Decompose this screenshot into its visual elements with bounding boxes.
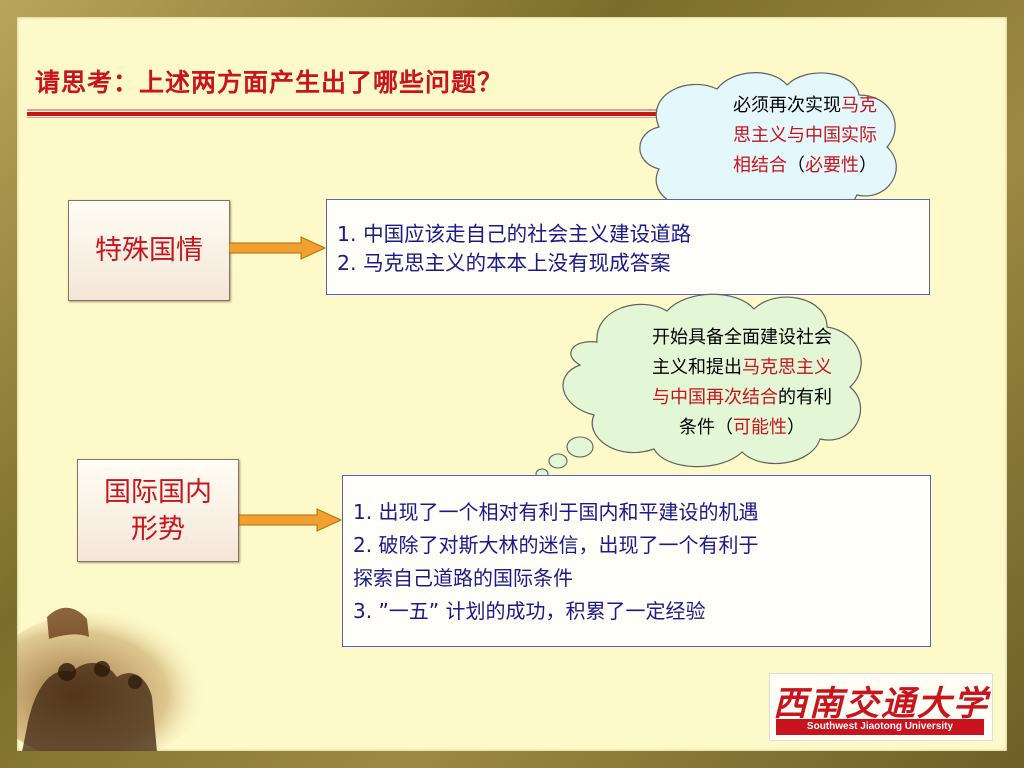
conditions-content-box: 1. 中国应该走自己的社会主义建设道路 2. 马克思主义的本本上没有现成答案 <box>326 199 930 295</box>
situation-content-box: 1. 出现了一个相对有利于国内和平建设的机遇 2. 破除了对斯大林的迷信，出现了… <box>342 475 931 647</box>
content-line: 3. ”一五” 计划的成功，积累了一定经验 <box>353 599 706 623</box>
cloud1-text: 必须再次实现马克 思主义与中国实际 相结合（必要性） <box>733 95 877 176</box>
content-line: 1. 中国应该走自己的社会主义建设道路 <box>337 222 692 246</box>
arrow-right-icon <box>239 508 343 532</box>
cloud2-text: 开始具备全面建设社会 主义和提出马克思主义 与中国再次结合的有利 条件（可能性） <box>652 327 832 438</box>
content-line: 2. 马克思主义的本本上没有现成答案 <box>337 251 671 275</box>
slide-title: 请思考：上述两方面产生出了哪些问题？ <box>35 68 504 97</box>
content-line: 2. 破除了对斯大林的迷信，出现了一个有利于 <box>353 533 759 557</box>
label-special-national-conditions: 特殊国情 <box>68 200 230 301</box>
thought-cloud-possibility <box>535 293 862 480</box>
decorative-crowd-image <box>17 607 207 751</box>
slide: 请思考：上述两方面产生出了哪些问题？ 必须再次实现马克 思主义与中国实际 相结合… <box>17 17 1007 751</box>
title-underline <box>27 109 657 118</box>
label-international-domestic-situation: 国际国内 形势 <box>77 459 239 562</box>
content-line: 探索自己道路的国际条件 <box>353 566 573 590</box>
arrow-right-icon <box>229 236 327 260</box>
content-line: 1. 出现了一个相对有利于国内和平建设的机遇 <box>353 500 759 524</box>
university-logo: 西南交通大学 Southwest Jiaotong University <box>769 673 993 741</box>
logo-chinese-name: 西南交通大学 <box>773 684 989 724</box>
logo-english-name: Southwest Jiaotong University <box>776 719 984 735</box>
